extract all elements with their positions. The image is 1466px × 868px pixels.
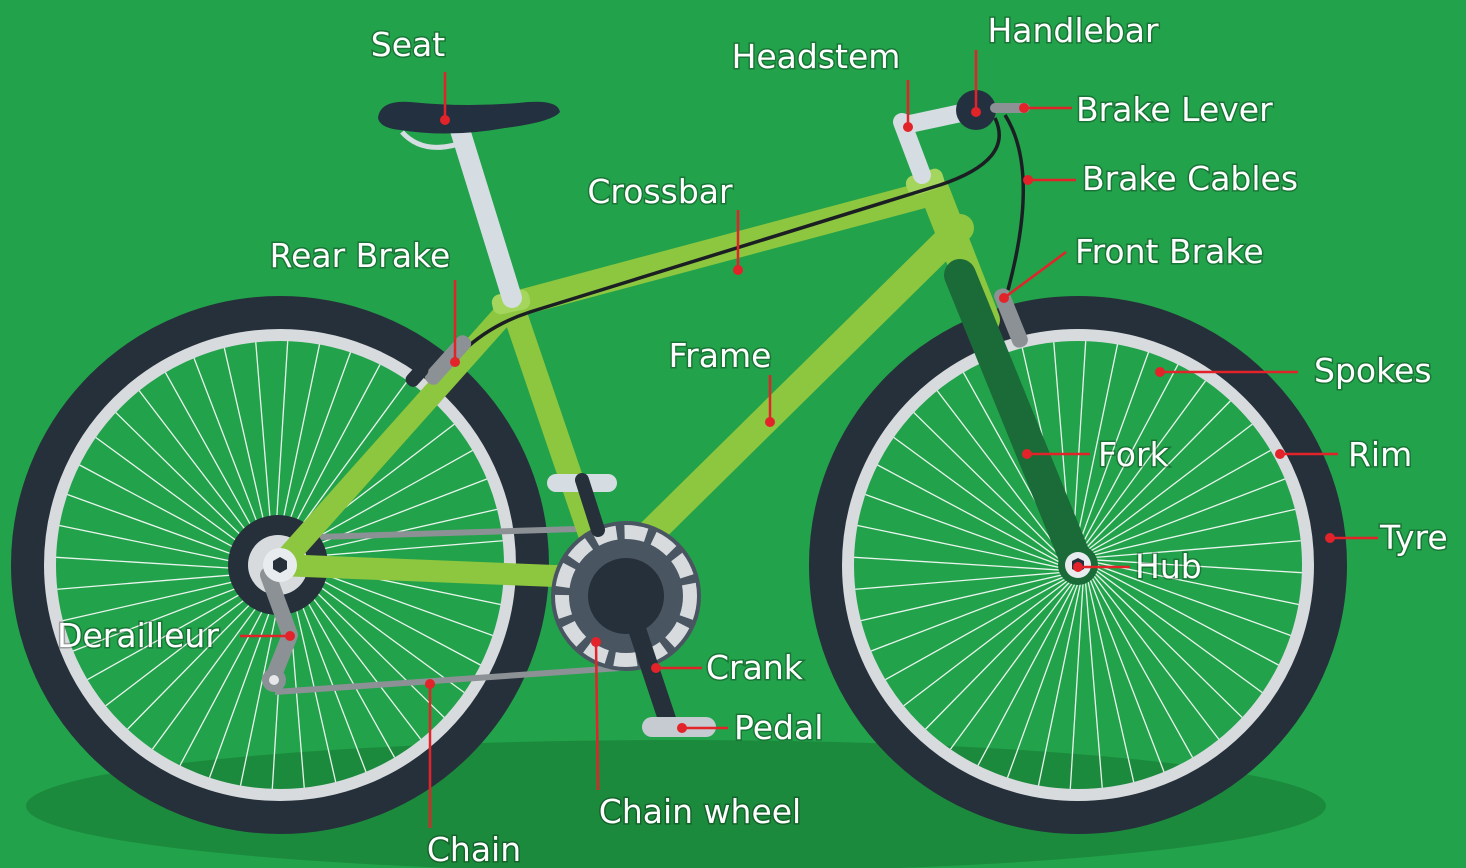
label-handlebar: Handlebar — [987, 11, 1159, 50]
spoke — [865, 495, 1060, 565]
label-rear-brake: Rear Brake — [270, 236, 451, 275]
label-brake-cables: Brake Cables — [1082, 159, 1298, 198]
spoke — [1090, 579, 1164, 772]
label-seat: Seat — [371, 25, 445, 64]
spoke — [297, 570, 464, 692]
spoke — [950, 582, 1072, 749]
label-hub: Hub — [1135, 547, 1202, 586]
seat-post — [460, 130, 512, 298]
label-crossbar: Crossbar — [587, 172, 733, 211]
label-chain-wheel: Chain wheel — [599, 792, 801, 831]
label-brake-lever: Brake Lever — [1076, 90, 1273, 129]
label-pedal: Pedal — [734, 708, 823, 747]
label-tyre: Tyre — [1379, 518, 1448, 557]
label-rim: Rim — [1348, 435, 1412, 474]
front-brake-cable — [1005, 115, 1023, 290]
spoke — [296, 541, 502, 558]
spoke — [978, 583, 1075, 766]
seat-saddle — [378, 102, 560, 134]
spoke — [855, 572, 1061, 589]
spoke — [1095, 570, 1262, 692]
label-spokes: Spokes — [1314, 351, 1432, 390]
label-fork: Fork — [1098, 435, 1170, 474]
label-front-brake: Front Brake — [1075, 232, 1264, 271]
label-chain: Chain — [427, 830, 521, 868]
label-frame: Frame — [669, 336, 772, 375]
spoke — [871, 577, 1064, 651]
spoke — [926, 581, 1071, 729]
label-derailleur: Derailleur — [57, 616, 219, 655]
spoke — [1092, 479, 1285, 553]
spoke — [1085, 401, 1230, 549]
derailleur-pulley-bolt — [269, 675, 279, 685]
spoke — [854, 557, 1061, 570]
label-crank: Crank — [706, 648, 804, 687]
label-headstem: Headstem — [732, 37, 901, 76]
spoke — [1008, 583, 1078, 778]
spoke — [1094, 572, 1242, 717]
